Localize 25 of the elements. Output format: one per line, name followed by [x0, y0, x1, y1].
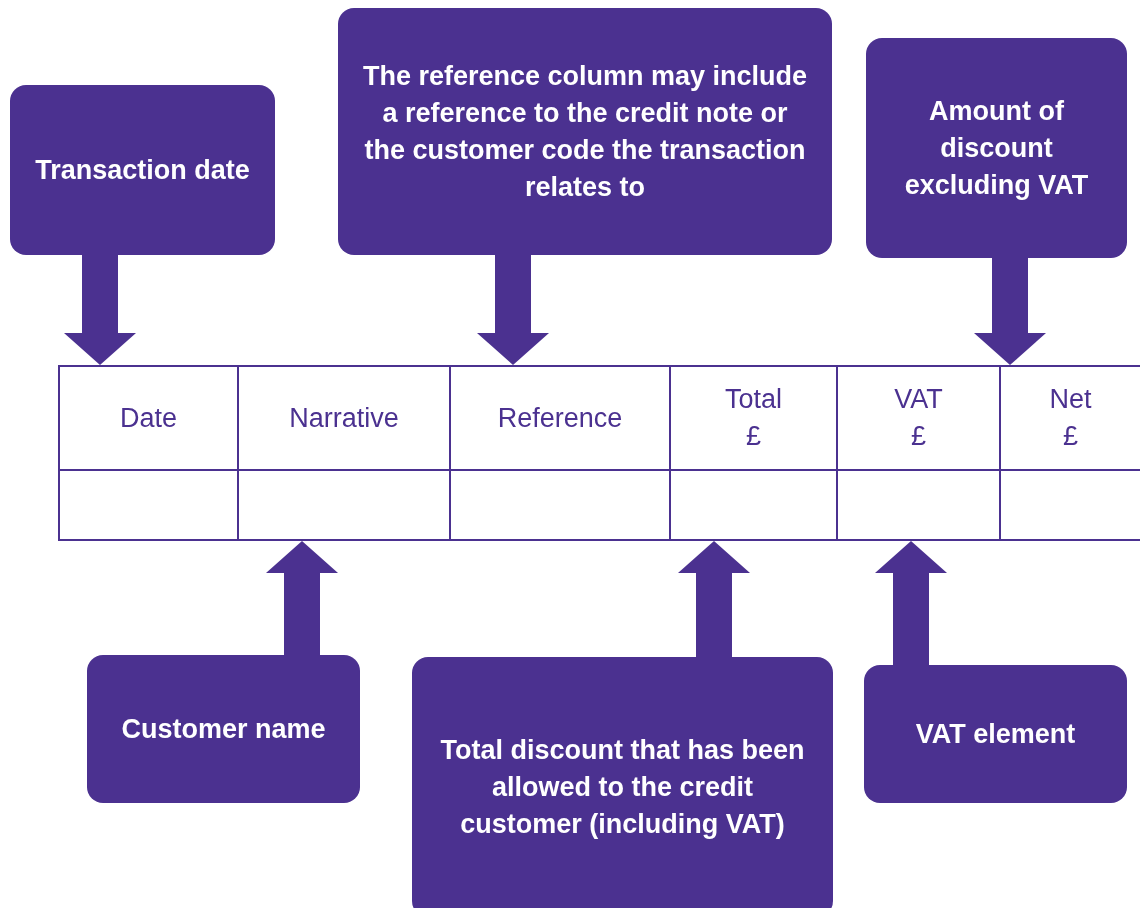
- callout-box: [87, 655, 360, 803]
- column-header: Reference: [497, 401, 623, 435]
- callout-box: [10, 85, 275, 255]
- table-cell: [58, 469, 239, 541]
- callout-text: VAT element: [915, 717, 1076, 751]
- callout-text: Total discount that has been allowed to the credit customer (including VAT): [439, 733, 806, 841]
- callout-box: [864, 665, 1127, 803]
- column-header: Narrative: [289, 401, 399, 435]
- column-header: Net £: [1048, 383, 1093, 453]
- callout-text: Customer name: [121, 712, 326, 746]
- callout-text: Transaction date: [35, 153, 250, 187]
- arrow: [678, 541, 750, 657]
- arrow: [974, 258, 1046, 365]
- callout-box: [866, 38, 1127, 258]
- callout-text: The reference column may include a reference to the credit note or the customer code the transaction relates to: [362, 59, 808, 204]
- arrow: [875, 541, 947, 665]
- callout-box: [412, 657, 833, 908]
- column-header: Date: [119, 401, 177, 435]
- arrow: [477, 255, 549, 365]
- arrow: [266, 541, 338, 655]
- arrow: [64, 255, 136, 365]
- callout-text: Amount of discount excluding VAT: [903, 94, 1090, 202]
- column-header: Total £: [723, 383, 783, 453]
- column-header: VAT £: [893, 383, 944, 453]
- callout-box: [338, 8, 832, 255]
